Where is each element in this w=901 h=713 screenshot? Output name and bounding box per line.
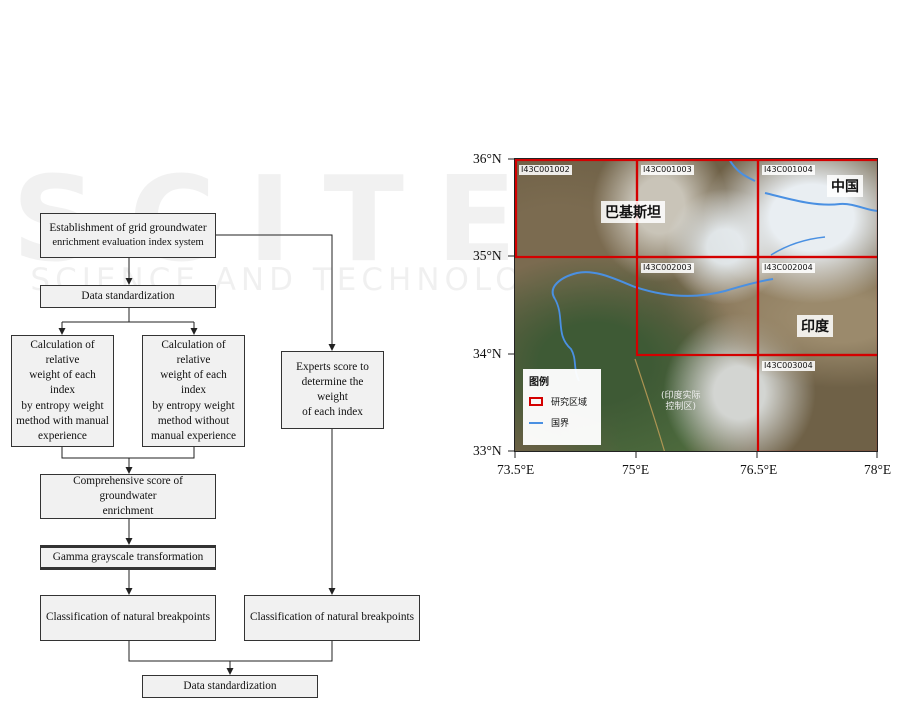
legend-study-area-label: 研究区域 (551, 398, 588, 408)
y-tick-35n: 35°N (473, 248, 502, 263)
box-data-standardization-top: Data standardization (40, 285, 216, 308)
comprehensive-line2: enrichment (102, 505, 154, 518)
box-weight-with-experience: Calculation of relative weight of each i… (11, 335, 114, 447)
map-legend: 图例 研究区域 国界 (523, 369, 601, 445)
tile-label-2: I43C001003 (641, 165, 694, 175)
weight-without-line4: method without (157, 414, 230, 427)
x-tick-76-5e: 76.5°E (740, 462, 778, 477)
border-line-loc (551, 271, 774, 300)
weight-with-line3: by entropy weight (21, 399, 104, 412)
country-india: 印度 (797, 315, 833, 337)
experts-line3: of each index (302, 406, 363, 419)
experts-line2: determine the weight (301, 375, 364, 403)
boundary-line-orange (634, 358, 666, 451)
tile-label-1: I43C001002 (519, 165, 572, 175)
controlled-area-line1: (印度实际 (661, 391, 701, 401)
controlled-area-line2: 控制区) (665, 401, 697, 412)
tile-label-4: I43C002003 (641, 263, 694, 273)
map-overlay (515, 159, 877, 451)
weight-with-line4: method with manual (16, 414, 109, 427)
study-area-map: I43C001002 I43C001003 I43C001004 I43C002… (514, 158, 878, 452)
weight-without-line2: weight of each index (160, 369, 227, 397)
box-data-standardization-bottom-label: Data standardization (183, 679, 277, 692)
weight-with-line5: experience (38, 430, 87, 443)
box-classification-right: Classification of natural breakpoints (244, 595, 420, 641)
border-line-north (728, 159, 756, 182)
box-comprehensive-score: Comprehensive score of groundwater enric… (40, 474, 216, 519)
box-establishment-line2: enrichment evaluation index system (52, 237, 204, 249)
y-tick-33n: 33°N (473, 443, 502, 458)
legend-swatch-study-area (529, 397, 543, 406)
study-tiles (515, 159, 877, 451)
legend-row-study-area: 研究区域 (529, 395, 595, 408)
x-tick-78e: 78°E (864, 462, 892, 477)
box-data-standardization-bottom: Data standardization (142, 675, 318, 698)
box-classification-left-label: Classification of natural breakpoints (45, 611, 211, 624)
border-line-china (764, 192, 877, 212)
box-gamma-label: Gamma grayscale transformation (52, 550, 204, 563)
box-gamma-transformation: Gamma grayscale transformation (40, 545, 216, 570)
tile-label-6: I43C003004 (762, 361, 815, 371)
box-classification-right-label: Classification of natural breakpoints (249, 611, 415, 624)
country-pakistan: 巴基斯坦 (601, 201, 665, 223)
legend-row-border: 国界 (529, 416, 595, 429)
weight-without-line3: by entropy weight (152, 399, 235, 412)
legend-title: 图例 (529, 377, 549, 388)
box-establishment: Establishment of grid groundwater enrichm… (40, 213, 216, 258)
box-data-standardization-top-label: Data standardization (81, 289, 175, 302)
arrow-establish-to-experts (215, 234, 336, 351)
tile-label-5: I43C002004 (762, 263, 815, 273)
tile-label-3: I43C001004 (762, 165, 815, 175)
legend-border-label: 国界 (551, 419, 570, 429)
box-classification-left: Classification of natural breakpoints (40, 595, 216, 641)
country-china: 中国 (827, 175, 863, 197)
box-experts-score: Experts score to determine the weight of… (281, 351, 384, 429)
box-establishment-line1: Establishment of grid groundwater (49, 221, 207, 234)
y-tick-36n: 36°N (473, 151, 502, 166)
controlled-area-label: (印度实际 控制区) (661, 391, 701, 413)
legend-swatch-border (529, 421, 543, 424)
comprehensive-line1: Comprehensive score of groundwater (73, 474, 183, 502)
weight-without-line1: Calculation of relative (161, 338, 226, 366)
x-tick-73-5e: 73.5°E (497, 462, 535, 477)
x-tick-75e: 75°E (622, 462, 650, 477)
border-line-east (770, 236, 826, 256)
weight-with-line1: Calculation of relative (30, 338, 95, 366)
experts-line1: Experts score to (296, 360, 369, 373)
line-merge (61, 446, 195, 459)
weight-with-line2: weight of each index (29, 369, 96, 397)
box-weight-without-experience: Calculation of relative weight of each i… (142, 335, 245, 447)
weight-without-line5: manual experience (151, 430, 236, 443)
y-tick-34n: 34°N (473, 346, 502, 361)
